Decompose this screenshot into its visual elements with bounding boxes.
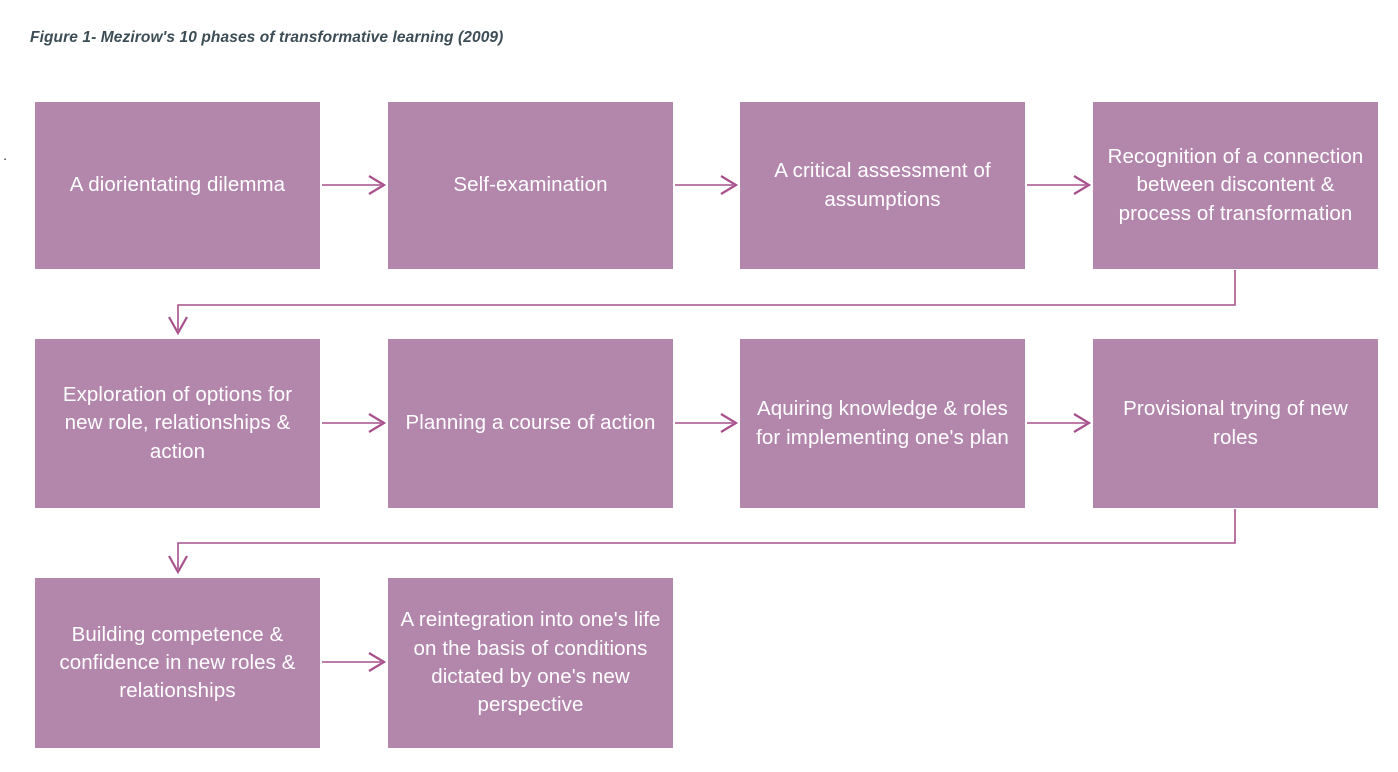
phase-box-5-label: Exploration of options for new role, rel… — [62, 383, 293, 463]
arrow-9-to-10-icon — [322, 652, 387, 672]
phase-box-1-label: A diorientating dilemma — [69, 173, 286, 197]
phase-box-4[interactable]: Recognition of a connection between disc… — [1093, 102, 1378, 269]
phase-box-4-label: Recognition of a connection between disc… — [1107, 145, 1364, 225]
phase-box-7[interactable]: Aquiring knowledge & roles for implement… — [740, 339, 1025, 508]
arrow-8-to-9-icon — [168, 509, 1236, 575]
phase-box-8[interactable]: Provisional trying of new roles — [1093, 339, 1378, 508]
phase-box-6-label: Planning a course of action — [405, 411, 656, 435]
phase-box-9-label: Building competence & confidence in new … — [59, 622, 296, 703]
stray-period-mark: . — [3, 147, 8, 164]
arrow-4-to-5-icon — [168, 270, 1236, 336]
phase-box-9[interactable]: Building competence & confidence in new … — [35, 578, 320, 748]
phase-box-7-label: Aquiring knowledge & roles for implement… — [756, 397, 1009, 449]
figure-caption: Figure 1- Mezirow's 10 phases of transfo… — [30, 29, 504, 46]
phase-box-2[interactable]: Self-examination — [388, 102, 673, 269]
arrow-5-to-6-icon — [322, 413, 387, 433]
arrow-7-to-8-icon — [1027, 413, 1092, 433]
arrow-3-to-4-icon — [1027, 175, 1092, 195]
phase-box-8-label: Provisional trying of new roles — [1123, 397, 1348, 449]
phase-box-1[interactable]: A diorientating dilemma — [35, 102, 320, 269]
phase-box-3[interactable]: A critical assessment of assumptions — [740, 102, 1025, 269]
phase-box-10-label: A reintegration into one's life on the b… — [400, 608, 661, 717]
arrow-6-to-7-icon — [675, 413, 739, 433]
arrow-1-to-2-icon — [322, 175, 387, 195]
phase-box-6[interactable]: Planning a course of action — [388, 339, 673, 508]
phase-box-2-label: Self-examination — [453, 173, 608, 197]
arrow-2-to-3-icon — [675, 175, 739, 195]
phase-box-10[interactable]: A reintegration into one's life on the b… — [388, 578, 673, 748]
phase-box-5[interactable]: Exploration of options for new role, rel… — [35, 339, 320, 508]
phase-box-3-label: A critical assessment of assumptions — [774, 159, 991, 211]
